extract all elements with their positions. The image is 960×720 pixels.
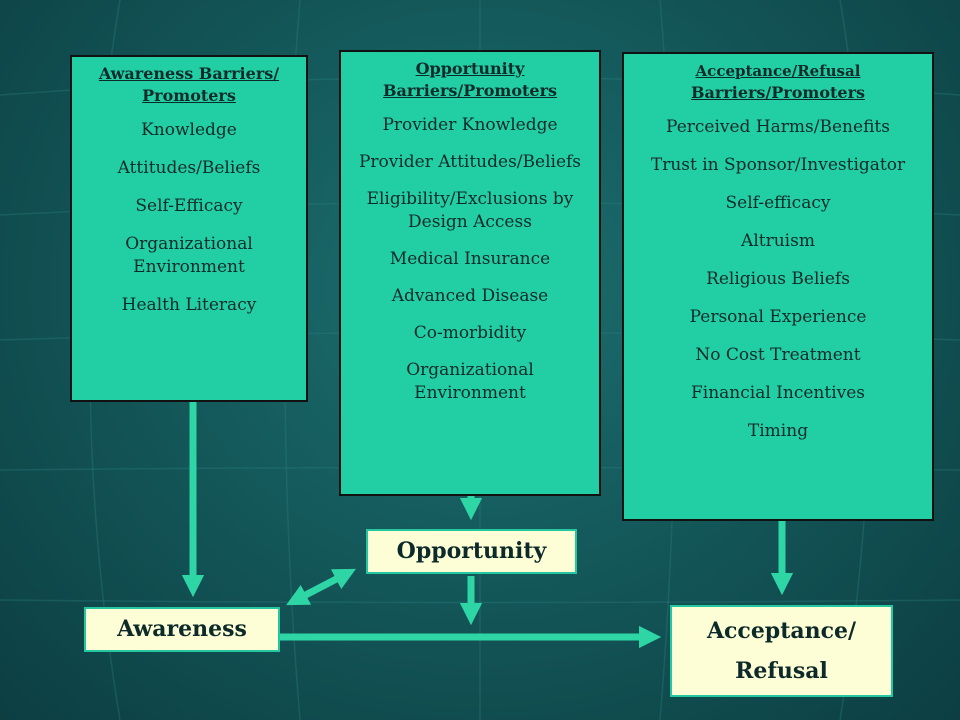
opportunity-box-header: Opportunity Barriers/Promoters bbox=[382, 59, 558, 100]
acceptance-node-line2: Refusal bbox=[735, 658, 828, 684]
awareness-box-header: Awareness Barriers/ Promoters bbox=[98, 64, 280, 105]
acceptance-item: Timing bbox=[747, 421, 809, 441]
opportunity-item: Organizational Environment bbox=[406, 360, 534, 403]
acceptance-item: Personal Experience bbox=[689, 307, 867, 327]
opportunity-item: Eligibility/Exclusions by Design Access bbox=[366, 189, 574, 232]
awareness-item: Organizational Environment bbox=[125, 234, 253, 277]
acceptance-header-line1: Acceptance/Refusal bbox=[695, 62, 861, 80]
acceptance-node-line1: Acceptance/ bbox=[706, 618, 857, 644]
opportunity-item: Provider Attitudes/Beliefs bbox=[358, 152, 582, 172]
opportunity-node: Opportunity bbox=[366, 529, 577, 574]
opportunity-item: Provider Knowledge bbox=[382, 115, 558, 135]
awareness-item: Health Literacy bbox=[121, 295, 257, 315]
awareness-item: Knowledge bbox=[141, 120, 237, 140]
acceptance-item: No Cost Treatment bbox=[695, 345, 861, 365]
acceptance-item: Self-efficacy bbox=[725, 193, 831, 213]
opportunity-item: Medical Insurance bbox=[389, 249, 551, 269]
awareness-node: Awareness bbox=[84, 607, 280, 652]
awareness-item: Self-Efficacy bbox=[135, 196, 243, 216]
acceptance-header-line2: Barriers/Promoters bbox=[690, 83, 866, 102]
opportunity-barriers-box: Opportunity Barriers/Promoters Provider … bbox=[339, 50, 601, 496]
acceptance-refusal-node: Acceptance/ Refusal bbox=[670, 605, 893, 697]
acceptance-item: Trust in Sponsor/Investigator bbox=[650, 155, 906, 175]
acceptance-item: Altruism bbox=[741, 231, 815, 251]
awareness-item: Attitudes/Beliefs bbox=[117, 158, 261, 178]
opportunity-item: Co-morbidity bbox=[413, 323, 527, 343]
acceptance-item: Perceived Harms/Benefits bbox=[666, 117, 890, 137]
acceptance-box-header: Acceptance/Refusal Barriers/Promoters bbox=[632, 60, 924, 104]
opportunity-item: Advanced Disease bbox=[391, 286, 549, 306]
acceptance-item: Religious Beliefs bbox=[706, 269, 850, 289]
awareness-barriers-box: Awareness Barriers/ Promoters Knowledge … bbox=[70, 55, 308, 402]
acceptance-barriers-box: Acceptance/Refusal Barriers/Promoters Pe… bbox=[622, 52, 934, 521]
acceptance-item: Financial Incentives bbox=[690, 383, 866, 403]
arrow-awareness-opportunity-bidirectional bbox=[286, 568, 356, 606]
